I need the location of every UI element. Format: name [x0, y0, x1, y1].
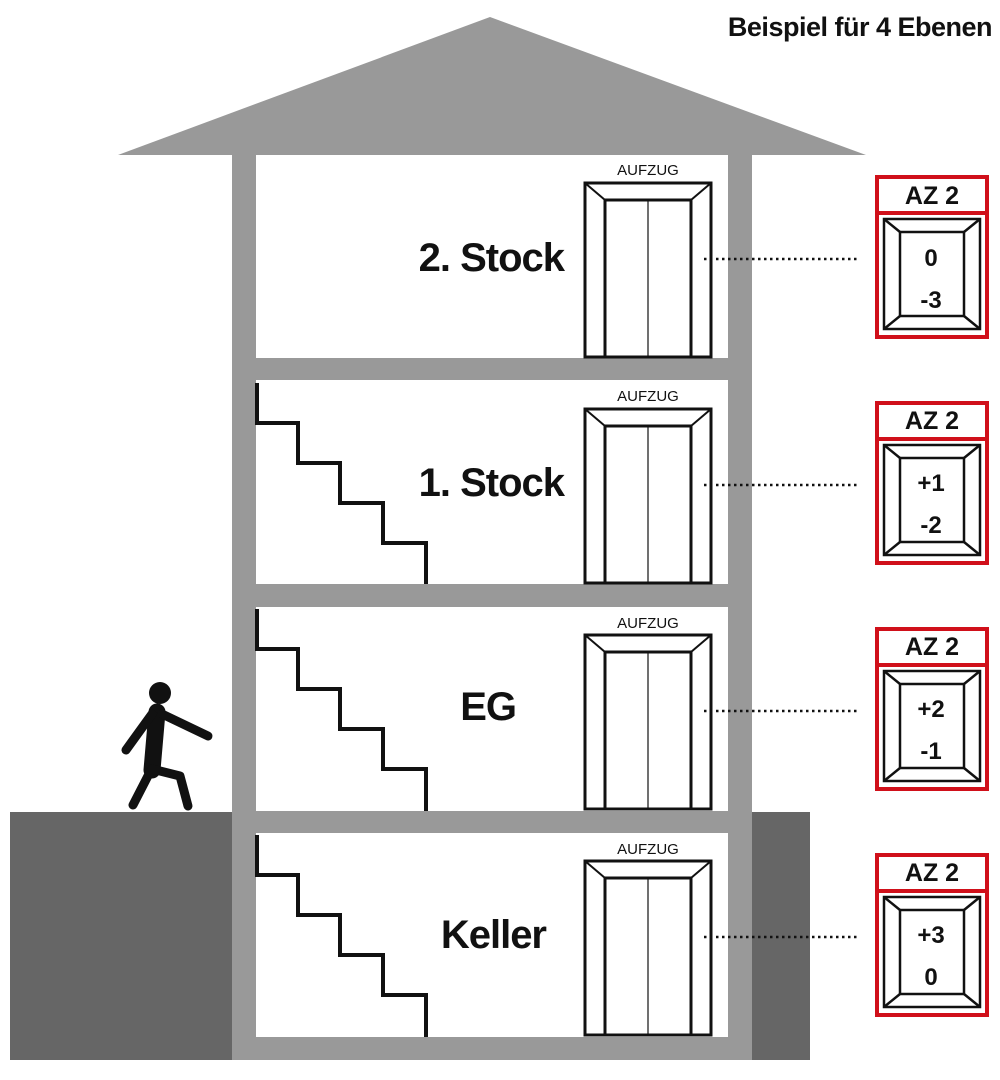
floor-label-eg: EG: [460, 685, 517, 729]
sign-up-eg: +2: [917, 696, 945, 723]
elevator-keller: [583, 859, 713, 1037]
leader-lines: [704, 257, 858, 939]
roof: [118, 17, 866, 155]
person-walking-icon: [121, 682, 213, 811]
sign-down-2-stock: -3: [920, 287, 942, 314]
sign-frame-eg: [875, 627, 989, 791]
sign-title-1-stock: AZ 2: [904, 407, 960, 435]
sign-down-keller: 0: [924, 964, 938, 991]
floor-signs: [875, 175, 989, 1017]
lift-label-2-stock: AUFZUG: [617, 162, 679, 179]
floor-label-2-stock: 2. Stock: [418, 236, 565, 280]
sign-down-eg: -1: [920, 738, 942, 765]
lift-label-keller: AUFZUG: [617, 841, 679, 858]
elevators: [583, 181, 713, 1037]
sign-down-1-stock: -2: [920, 512, 942, 539]
floor-label-1-stock: 1. Stock: [418, 461, 565, 505]
elevator-1-stock: [583, 407, 713, 585]
elevator-eg: [583, 633, 713, 811]
lift-label-1-stock: AUFZUG: [617, 388, 679, 405]
sign-title-2-stock: AZ 2: [904, 182, 960, 210]
sign-title-eg: AZ 2: [904, 633, 960, 661]
staircase-keller: [255, 835, 428, 1037]
lift-label-eg: AUFZUG: [617, 615, 679, 632]
diagram-heading: Beispiel für 4 Ebenen: [727, 12, 993, 42]
floor-label-keller: Keller: [440, 913, 547, 957]
elevator-2-stock: [583, 181, 713, 359]
sign-up-2-stock: 0: [924, 245, 938, 272]
staircase-1-stock: [255, 383, 428, 584]
sign-frame-2-stock: [875, 175, 989, 339]
sign-up-keller: +3: [917, 922, 945, 949]
sign-frame-1-stock: [875, 401, 989, 565]
sign-title-keller: AZ 2: [904, 859, 960, 887]
ground-left: [10, 812, 232, 1060]
sign-frame-keller: [875, 853, 989, 1017]
sign-up-1-stock: +1: [917, 470, 945, 497]
staircase-eg: [255, 609, 428, 811]
